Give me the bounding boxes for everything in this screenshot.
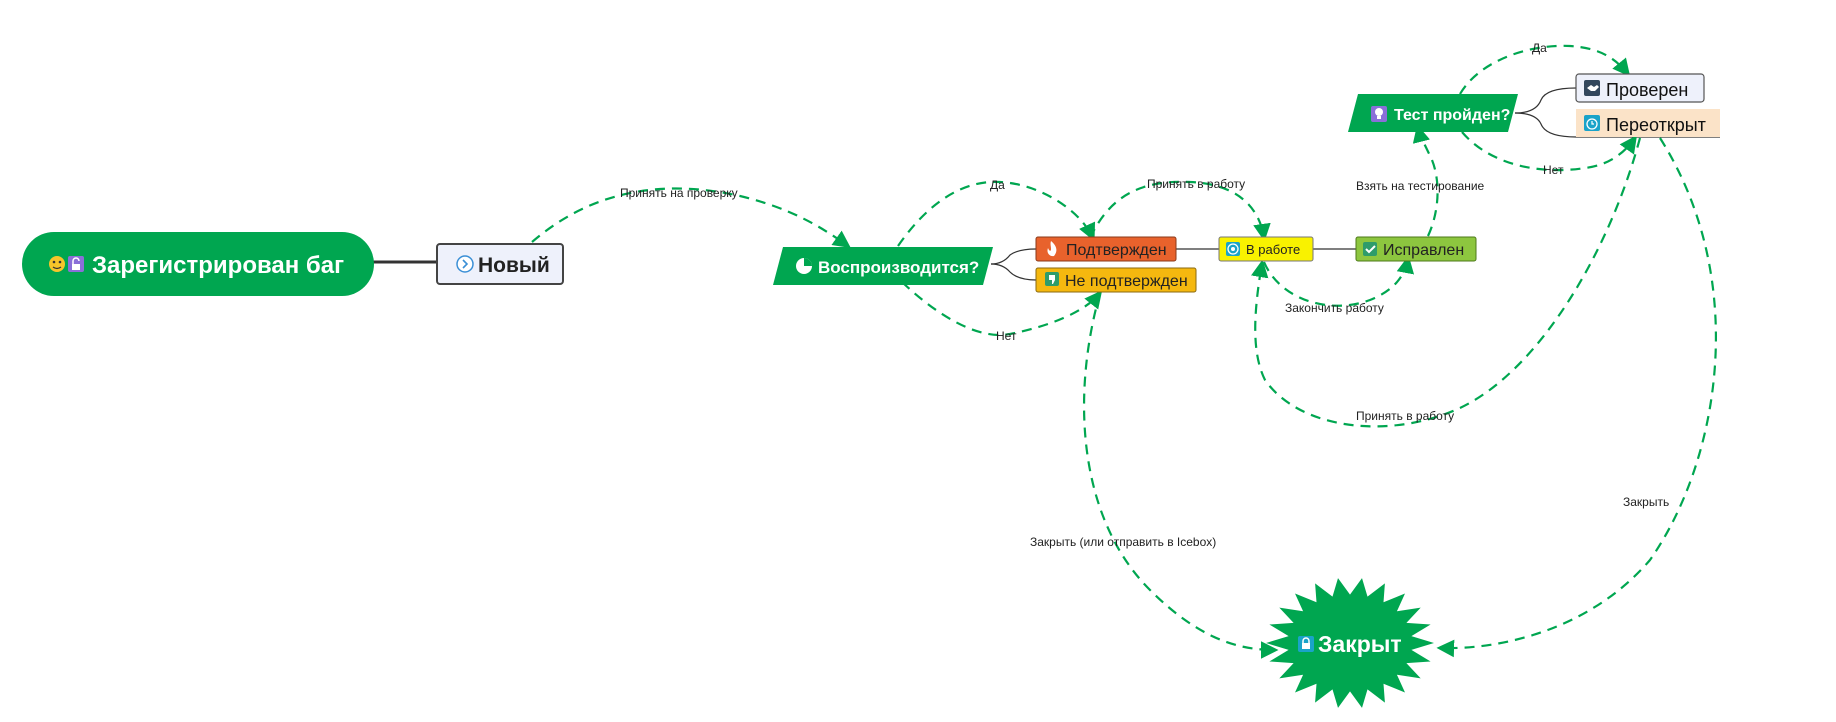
arrow-finish-work bbox=[1262, 255, 1415, 307]
arrow-test-yes bbox=[1459, 44, 1631, 95]
face-icon bbox=[49, 256, 65, 272]
node-confirmed-shape bbox=[1035, 236, 1177, 262]
node-closed-label: Закрыт bbox=[1318, 631, 1402, 657]
alarm-clock-icon bbox=[1584, 115, 1600, 131]
label-yes-1: Да bbox=[990, 178, 1005, 192]
node-test-passed-label: Тест пройден? bbox=[1394, 107, 1510, 124]
arrow-confirmed-to-inprogress bbox=[1089, 180, 1271, 242]
node-test-passed[interactable]: Тест пройден? bbox=[1348, 94, 1518, 132]
lock-open-icon bbox=[68, 256, 84, 272]
arrow-reproduces-yes bbox=[897, 180, 1096, 247]
target-icon bbox=[1226, 242, 1240, 256]
label-take-work-2: Принять в работу bbox=[1356, 409, 1454, 423]
node-test-passed-shape bbox=[1348, 94, 1518, 132]
node-root-shape bbox=[22, 232, 374, 296]
node-confirmed-label: Подтвержден bbox=[1066, 242, 1167, 259]
arrow-reproduces-no bbox=[901, 281, 1103, 337]
node-closed[interactable]: Закрыт bbox=[1266, 578, 1434, 708]
node-root-label: Зарегистрирован баг bbox=[92, 252, 344, 279]
node-confirmed[interactable]: Подтвержден bbox=[1035, 236, 1177, 262]
pie-icon bbox=[796, 258, 812, 274]
lock-icon bbox=[1298, 636, 1314, 652]
node-fixed[interactable]: Исправлен bbox=[1355, 236, 1477, 262]
check-icon bbox=[1363, 242, 1377, 256]
node-verified-label: Проверен bbox=[1606, 80, 1688, 100]
fire-icon bbox=[1047, 241, 1057, 257]
node-verified[interactable]: Проверен bbox=[1575, 73, 1705, 103]
label-finish-work: Закончить работу bbox=[1285, 301, 1384, 315]
label-accept-review: Принять на проверку bbox=[620, 186, 738, 200]
node-new-label: Новый bbox=[478, 254, 550, 277]
node-in-progress-shape bbox=[1218, 236, 1314, 262]
label-no-1: Нет bbox=[996, 329, 1017, 343]
label-no-2: Нет bbox=[1543, 163, 1564, 177]
thumbs-down-icon bbox=[1045, 272, 1059, 286]
label-close: Закрыть bbox=[1623, 495, 1669, 509]
node-verified-shape bbox=[1575, 73, 1705, 103]
node-not-confirmed[interactable]: Не подтвержден bbox=[1035, 267, 1197, 293]
relationships bbox=[531, 44, 1717, 659]
node-not-confirmed-shape bbox=[1035, 267, 1197, 293]
node-not-confirmed-label: Не подтвержден bbox=[1065, 273, 1188, 290]
connector-test-reopened bbox=[1514, 112, 1720, 138]
node-closed-shape bbox=[1266, 578, 1434, 708]
node-in-progress-label: В работе bbox=[1246, 242, 1300, 257]
node-reproduces-label: Воспроизводится? bbox=[818, 258, 979, 277]
connector-reproduces-confirmed bbox=[990, 248, 1037, 265]
node-fixed-shape bbox=[1355, 236, 1477, 262]
node-root[interactable]: Зарегистрирован баг bbox=[22, 232, 374, 296]
arrow-reopened-to-inprogress bbox=[1251, 137, 1642, 428]
chevron-right-circle-icon bbox=[456, 255, 474, 273]
node-new[interactable]: Новый bbox=[436, 243, 564, 285]
node-reopened-label: Переоткрыт bbox=[1606, 115, 1706, 135]
connector-reproduces-notconfirmed bbox=[990, 263, 1037, 281]
node-new-shape bbox=[436, 243, 564, 285]
label-close-icebox: Закрыть (или отправить в Icebox) bbox=[1030, 535, 1216, 549]
handshake-icon bbox=[1584, 80, 1600, 96]
edge-labels: Принять на проверку Да Нет Принять в раб… bbox=[620, 41, 1669, 549]
arrow-take-testing bbox=[1412, 124, 1439, 237]
tree-connectors bbox=[373, 87, 1720, 281]
arrow-new-to-reproduces bbox=[531, 187, 851, 249]
label-take-work-1: Принять в работу bbox=[1147, 177, 1245, 191]
label-take-testing: Взять на тестирование bbox=[1356, 179, 1485, 193]
connector-test-verified bbox=[1514, 87, 1577, 114]
node-reproduces[interactable]: Воспроизводится? bbox=[773, 247, 993, 285]
arrow-test-no bbox=[1461, 131, 1638, 172]
lightbulb-icon bbox=[1371, 106, 1387, 122]
node-reopened[interactable]: Переоткрыт bbox=[1576, 109, 1720, 137]
node-in-progress[interactable]: В работе bbox=[1218, 236, 1314, 262]
arrow-reopened-close bbox=[1436, 137, 1717, 658]
arrow-notconfirmed-close bbox=[1083, 292, 1279, 659]
label-yes-2: Да bbox=[1532, 41, 1547, 55]
node-reproduces-shape bbox=[773, 247, 993, 285]
node-fixed-label: Исправлен bbox=[1383, 242, 1464, 259]
